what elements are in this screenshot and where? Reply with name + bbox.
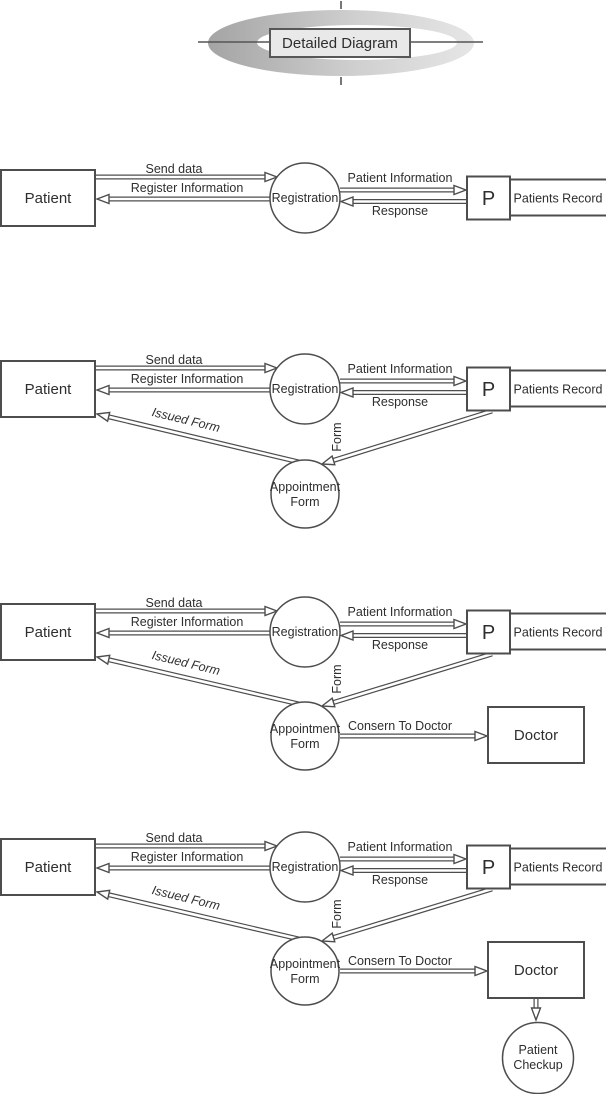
flow-form-arrow <box>320 408 493 466</box>
registration-process <box>269 162 341 234</box>
title-group: Detailed Diagram <box>198 1 483 85</box>
registration-label: Registration <box>272 860 339 874</box>
flow-doctor-to-checkup-arrow <box>530 998 542 1022</box>
flow-consern-to-doctor-arrow <box>340 730 489 742</box>
flow-patient-information-arrow <box>340 853 468 865</box>
flow-send-data-arrow <box>96 840 279 852</box>
flow-form-label: Form <box>330 899 344 928</box>
stage-4: Patient Registration P Patients Record A… <box>0 831 606 1094</box>
flow-send-data-label: Send data <box>146 596 203 610</box>
doctor-entity <box>487 941 585 999</box>
doctor-label: Doctor <box>514 727 558 744</box>
datastore-label: Patients Record <box>514 383 603 397</box>
patient-entity <box>0 838 96 896</box>
datastore-label: Patients Record <box>514 192 603 206</box>
datastore-letter: P <box>482 857 495 879</box>
datastore-letter: P <box>482 622 495 644</box>
datastore-id-box <box>466 844 511 890</box>
patient-label: Patient <box>25 624 73 641</box>
flow-send-data-label: Send data <box>146 831 203 845</box>
flow-patient-information-arrow <box>340 184 468 196</box>
flow-register-information-arrow <box>95 862 270 874</box>
flow-send-data-label: Send data <box>146 162 203 176</box>
appointment-form-label-line1: Appointment <box>270 722 341 736</box>
stage-1: Patient Registration P Patients Record S… <box>0 162 606 234</box>
appointment-form-label-line2: Form <box>290 972 319 986</box>
patient-checkup-label-line1: Patient <box>519 1043 558 1057</box>
flow-consern-to-doctor-arrow <box>340 965 489 977</box>
registration-process <box>269 831 341 903</box>
flow-response-label: Response <box>372 204 428 218</box>
datastore-letter: P <box>482 188 495 210</box>
flow-issued-form-arrow <box>95 889 300 942</box>
flow-consern-to-doctor-label: Consern To Doctor <box>348 719 452 733</box>
flow-register-information-arrow <box>95 384 270 396</box>
patient-entity <box>0 360 96 418</box>
patient-label: Patient <box>25 190 73 207</box>
registration-label: Registration <box>272 191 339 205</box>
flow-response-arrow <box>339 864 466 877</box>
registration-label: Registration <box>272 382 339 396</box>
flow-response-arrow <box>339 195 466 208</box>
doctor-entity <box>487 706 585 764</box>
flow-form-label: Form <box>330 664 344 693</box>
flow-patient-information-label: Patient Information <box>348 840 453 854</box>
page-title: Detailed Diagram <box>282 35 398 52</box>
flow-send-data-arrow <box>96 362 279 374</box>
appointment-form-process <box>270 936 340 1006</box>
flow-issued-form-arrow <box>95 654 300 707</box>
stage-3: Patient Registration P Patients Record A… <box>0 596 606 771</box>
flow-patient-information-label: Patient Information <box>348 171 453 185</box>
flow-register-information-arrow <box>95 627 270 639</box>
registration-label: Registration <box>272 625 339 639</box>
flow-form-arrow <box>320 886 493 943</box>
flow-form-label: Form <box>330 422 344 451</box>
patient-entity <box>0 169 96 227</box>
datastore-label: Patients Record <box>514 861 603 875</box>
flow-form-arrow <box>320 651 493 708</box>
flow-response-label: Response <box>372 873 428 887</box>
appointment-form-label-line2: Form <box>290 495 319 509</box>
datastore-id-box <box>466 609 511 655</box>
flow-patient-information-label: Patient Information <box>348 605 453 619</box>
flow-register-information-label: Register Information <box>131 850 244 864</box>
flow-patient-information-arrow <box>340 618 468 630</box>
flow-consern-to-doctor-label: Consern To Doctor <box>348 954 452 968</box>
flow-send-data-arrow <box>96 171 279 183</box>
appointment-form-label-line1: Appointment <box>270 957 341 971</box>
datastore-letter: P <box>482 379 495 401</box>
flow-response-label: Response <box>372 395 428 409</box>
flow-response-arrow <box>339 386 466 399</box>
appointment-form-process <box>270 701 340 771</box>
flow-response-label: Response <box>372 638 428 652</box>
flow-response-arrow <box>339 629 466 642</box>
registration-process <box>269 596 341 668</box>
patient-label: Patient <box>25 859 73 876</box>
flow-register-information-arrow <box>95 193 270 205</box>
appointment-form-process <box>270 459 340 529</box>
flow-register-information-label: Register Information <box>131 181 244 195</box>
stage-2: Patient Registration P Patients Record A… <box>0 353 606 529</box>
doctor-label: Doctor <box>514 962 558 979</box>
flow-issued-form-arrow <box>95 411 300 465</box>
flow-patient-information-arrow <box>340 375 468 387</box>
datastore-id-box <box>466 175 511 221</box>
flow-register-information-label: Register Information <box>131 615 244 629</box>
flow-patient-information-label: Patient Information <box>348 362 453 376</box>
datastore-label: Patients Record <box>514 626 603 640</box>
flow-send-data-label: Send data <box>146 353 203 367</box>
patient-label: Patient <box>25 381 73 398</box>
patient-checkup-label-line2: Checkup <box>513 1058 562 1072</box>
title-box <box>269 28 411 58</box>
flow-send-data-arrow <box>96 605 279 617</box>
datastore-id-box <box>466 366 511 412</box>
appointment-form-label-line2: Form <box>290 737 319 751</box>
flow-register-information-label: Register Information <box>131 372 244 386</box>
appointment-form-label-line1: Appointment <box>270 480 341 494</box>
patient-entity <box>0 603 96 661</box>
registration-process <box>269 353 341 425</box>
